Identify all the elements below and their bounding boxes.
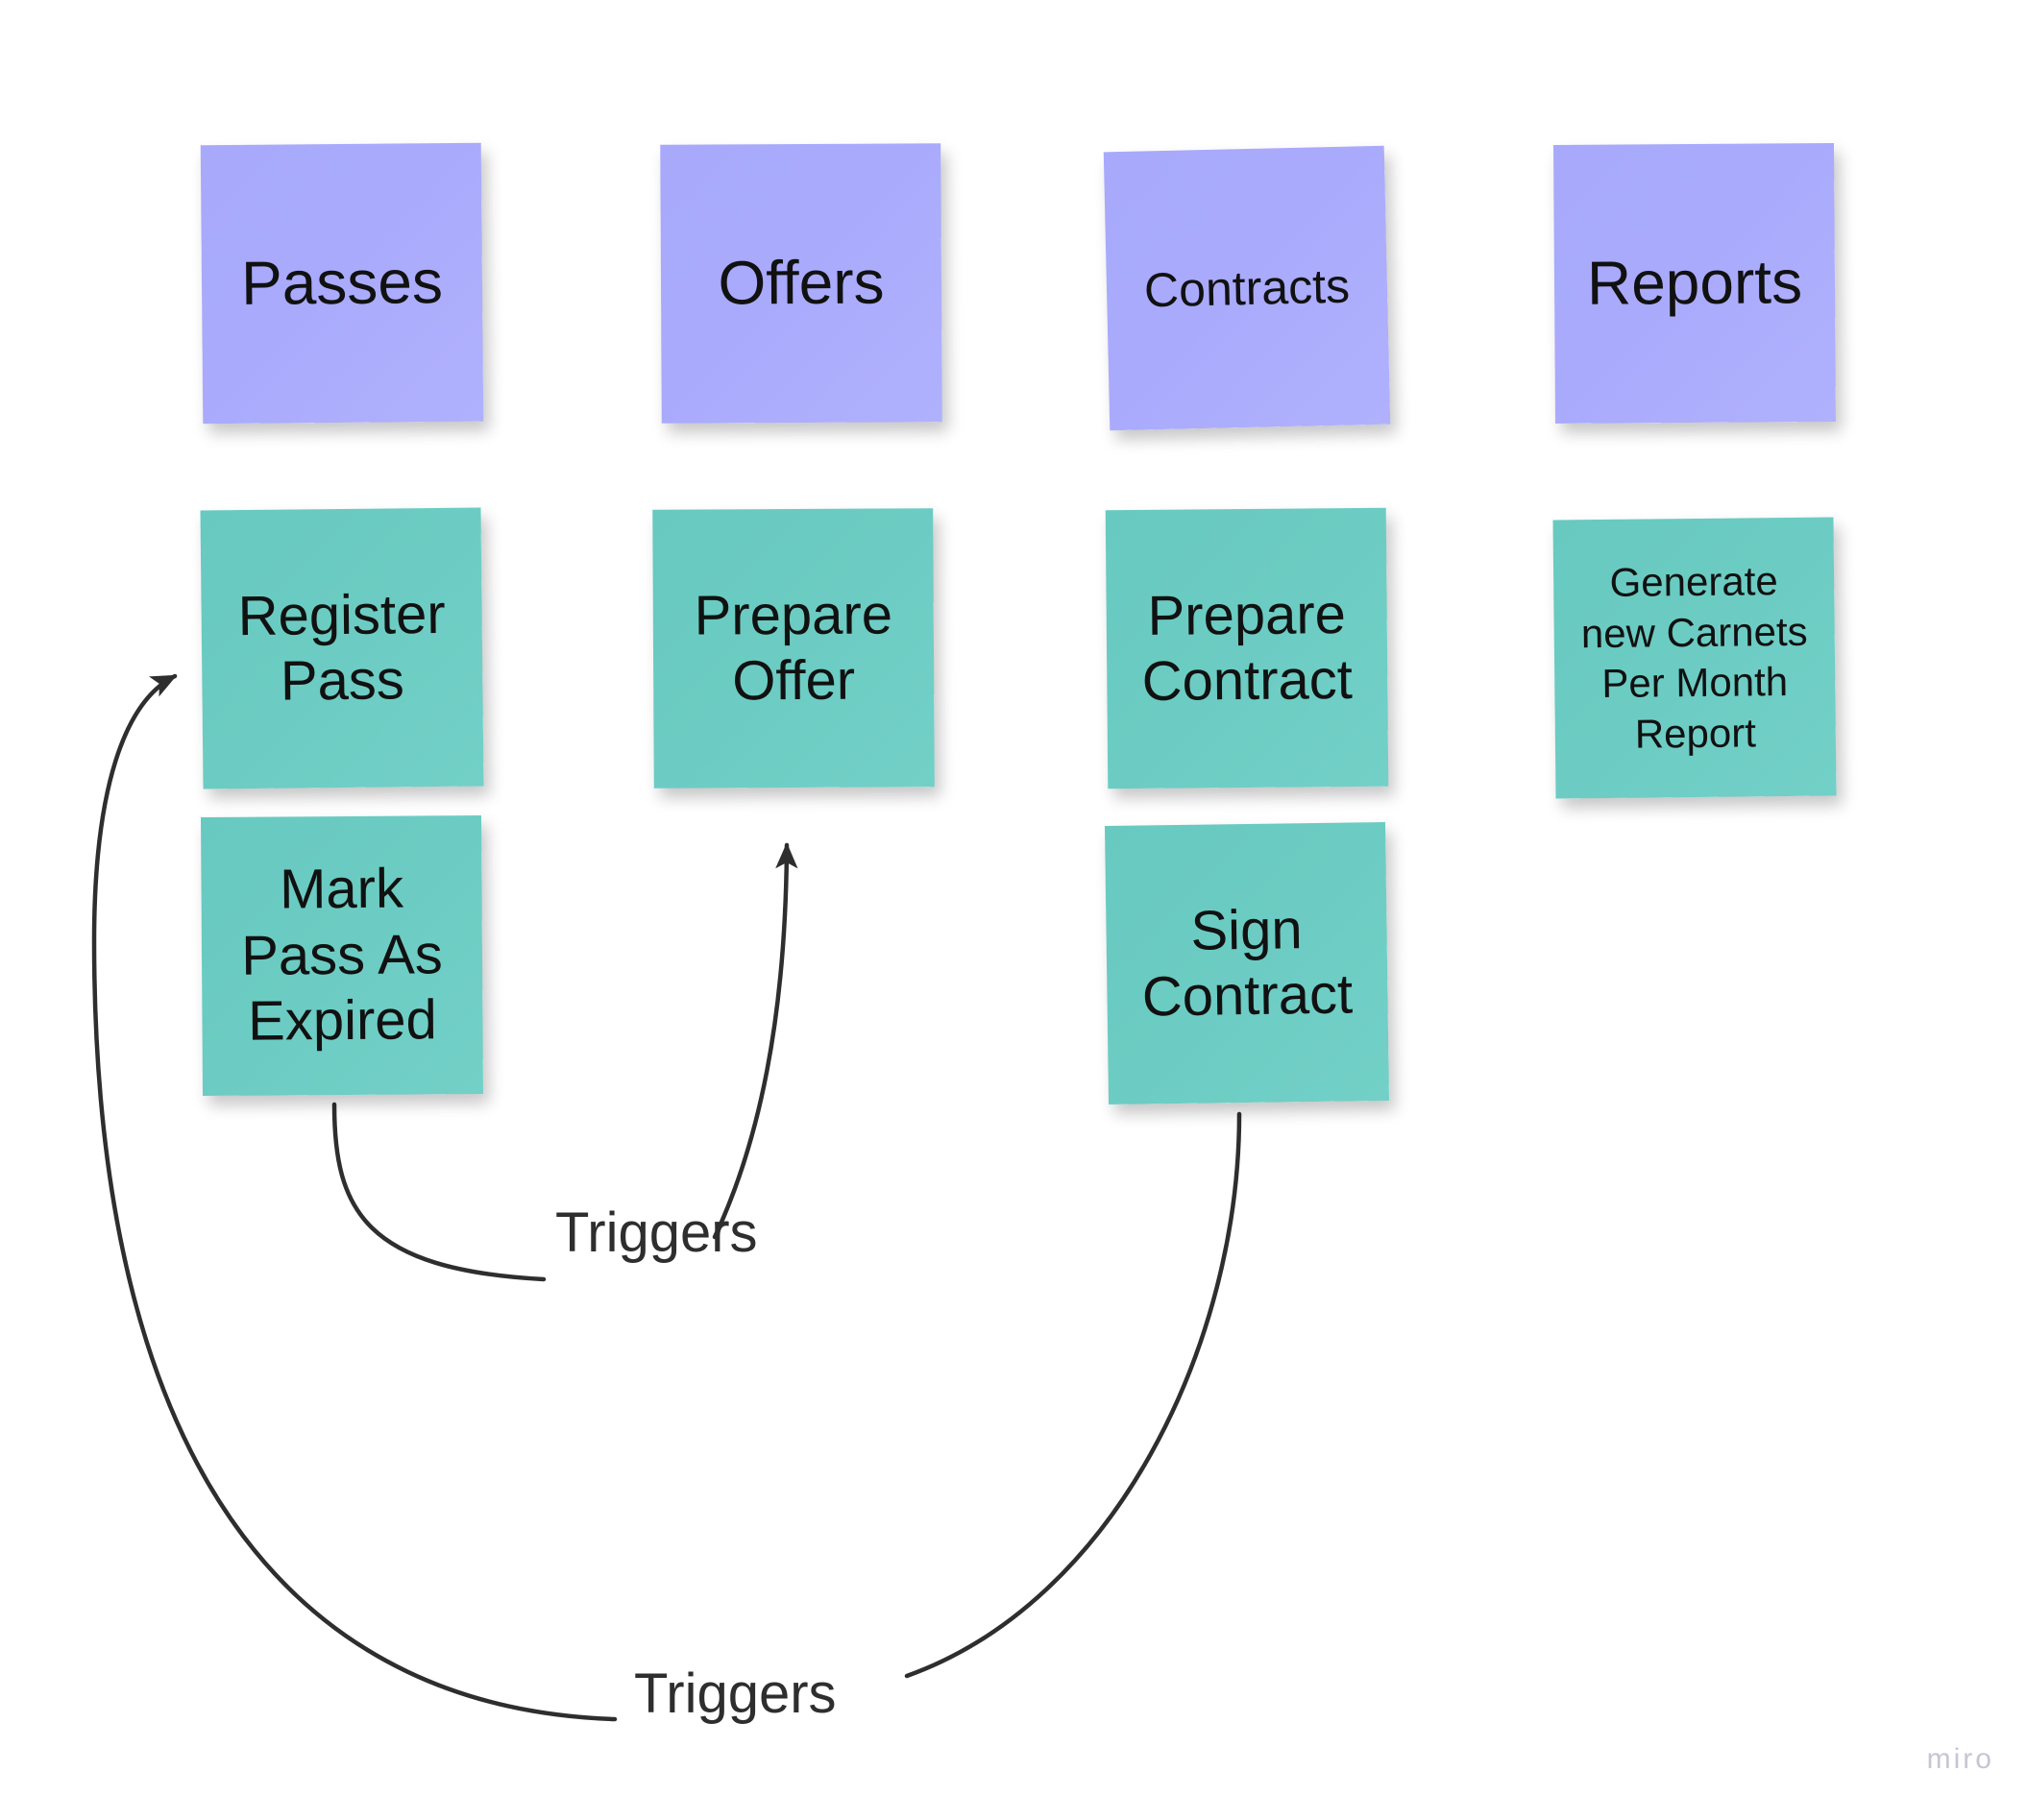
sticky-note-offers-label: Offers: [718, 247, 885, 318]
sticky-note-reports[interactable]: Reports: [1552, 142, 1837, 425]
miro-watermark: miro: [1926, 1743, 1994, 1775]
sticky-note-mark-pass-as-expired-label: Mark Pass As Expired: [240, 857, 443, 1053]
sticky-note-prepare-contract[interactable]: Prepare Contract: [1105, 507, 1389, 789]
sticky-note-register-pass[interactable]: Register Pass: [200, 507, 484, 789]
connector-label-triggers-pass: Triggers: [634, 1662, 837, 1725]
connector-label-triggers-offer: Triggers: [555, 1201, 758, 1264]
connector-mark-expired-to-prepare-offer: [331, 1102, 547, 1282]
sticky-note-generate-carnets-report-label: Generate new Carnets Per Month Report: [1580, 558, 1808, 757]
connector-sign-contract-to-triggers: [904, 1111, 1242, 1679]
sticky-note-offers[interactable]: Offers: [660, 143, 942, 424]
sticky-note-sign-contract[interactable]: Sign Contract: [1104, 821, 1390, 1105]
sticky-note-prepare-offer[interactable]: Prepare Offer: [652, 508, 935, 789]
sticky-note-passes[interactable]: Passes: [200, 142, 484, 425]
sticky-note-contracts-label: Contracts: [1143, 258, 1351, 317]
sticky-note-contracts[interactable]: Contracts: [1103, 145, 1391, 431]
sticky-note-register-pass-label: Register Pass: [237, 582, 446, 713]
sticky-note-mark-pass-as-expired[interactable]: Mark Pass As Expired: [200, 814, 484, 1097]
sticky-note-passes-label: Passes: [240, 247, 444, 319]
connector-triggers-to-prepare-offer: [712, 842, 798, 1240]
sticky-note-sign-contract-label: Sign Contract: [1141, 897, 1354, 1029]
sticky-note-reports-label: Reports: [1586, 247, 1803, 319]
sticky-note-prepare-offer-label: Prepare Offer: [694, 583, 893, 713]
sticky-note-generate-carnets-report[interactable]: Generate new Carnets Per Month Report: [1552, 517, 1837, 799]
sticky-note-prepare-contract-label: Prepare Contract: [1141, 582, 1354, 713]
